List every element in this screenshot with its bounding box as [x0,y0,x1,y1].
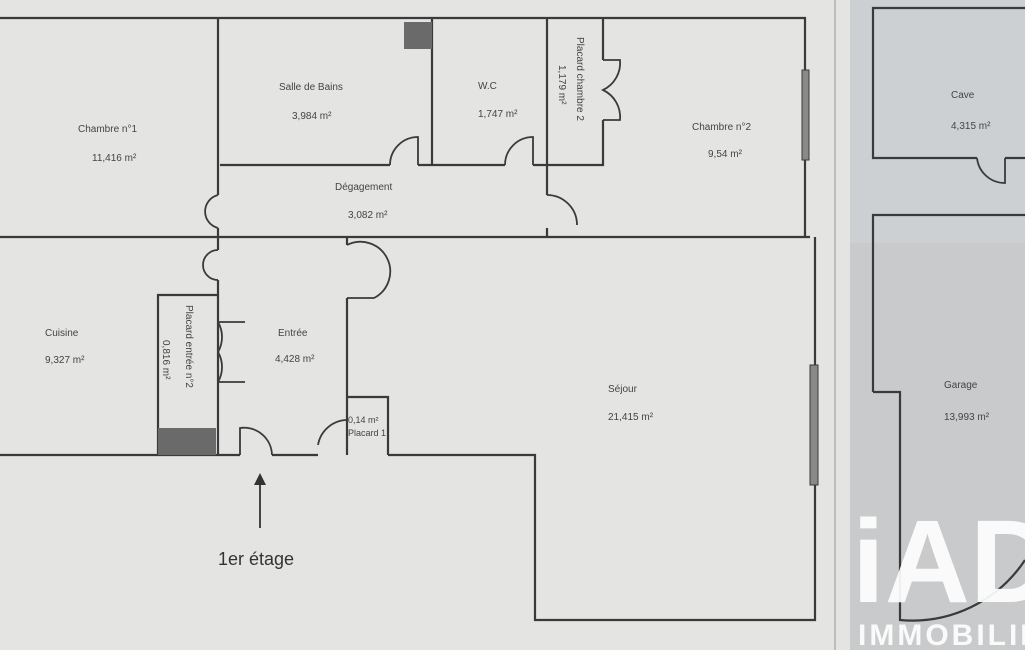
room-name: Cuisine [45,328,79,339]
room-name: W.C [478,81,497,92]
arrow-head-icon [254,473,266,485]
room-area: 11,416 m² [92,153,137,164]
room-name: Placard chambre 2 [574,37,585,121]
doors [202,59,622,456]
room-name: Entrée [278,328,308,339]
logo-text: IMMOBILIER [858,619,1025,650]
plan-sheet [0,0,850,650]
room-name: Salle de Bains [279,82,343,93]
floor-label: 1er étage [218,549,294,569]
room-name: Chambre n°2 [692,122,751,133]
window [801,69,810,161]
room-name: Séjour [608,384,638,395]
room-area: 0,14 m² [348,415,379,425]
duct-block [404,22,432,49]
room-area: 4,428 m² [275,354,315,365]
room-name: Garage [944,380,978,391]
room-area: 0,816 m² [160,340,171,380]
duct-block [158,428,216,455]
garage-panel [850,243,1025,650]
room-area: 9,54 m² [708,149,743,160]
room-name: Chambre n°1 [78,124,137,135]
room-name: Placard entrée n°2 [183,305,194,388]
room-name: Dégagement [335,182,392,193]
logo-mark: iAD [852,496,1025,628]
window [809,364,819,486]
room-name: Placard 1 [348,428,386,438]
room-area: 4,315 m² [951,121,991,132]
room-area: 1,747 m² [478,109,518,120]
room-area: 3,082 m² [348,210,388,221]
room-area: 21,415 m² [608,412,654,423]
cave-panel [850,0,1025,243]
room-area: 1,179 m² [556,65,567,105]
room-area: 3,984 m² [292,111,332,122]
room-name: Cave [951,90,975,101]
room-area: 9,327 m² [45,355,85,366]
room-area: 13,993 m² [944,412,990,423]
